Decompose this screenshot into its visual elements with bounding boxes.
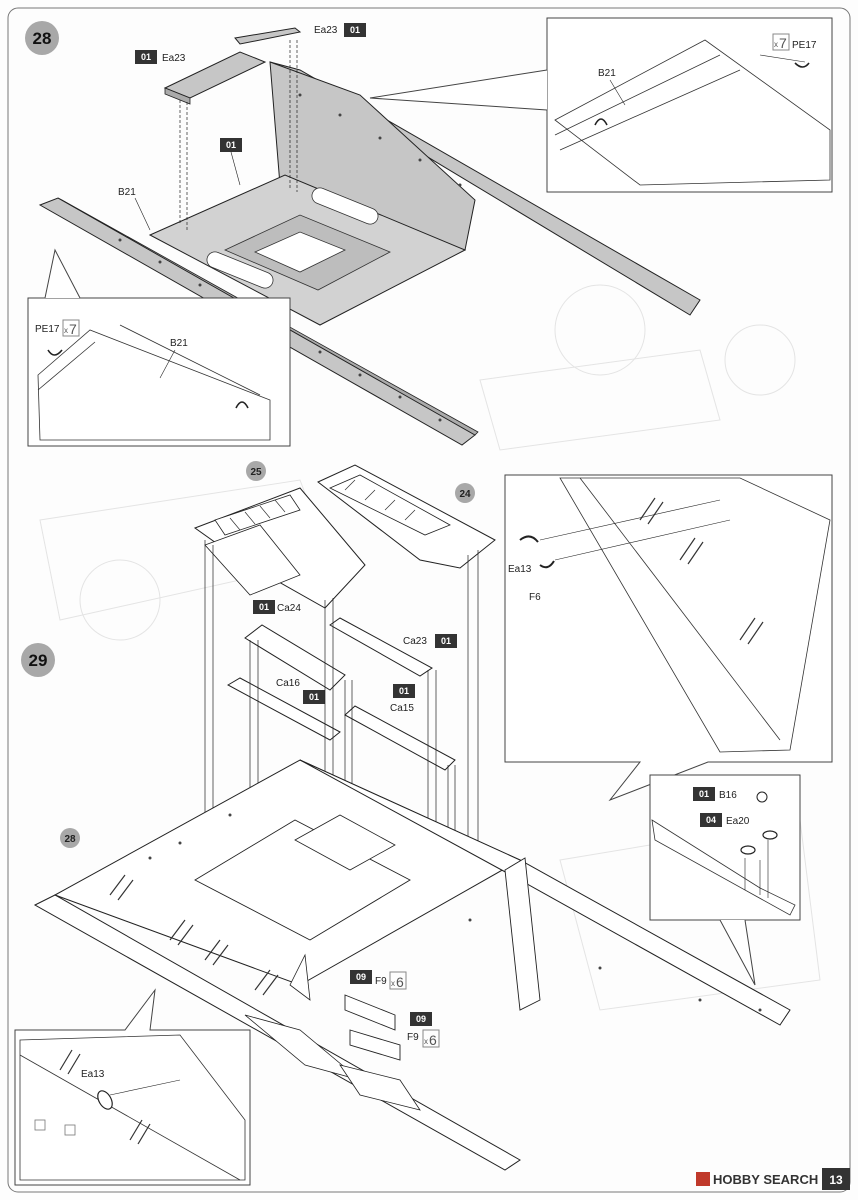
label-ea23-left: 01 Ea23 xyxy=(135,50,186,64)
page-border xyxy=(7,7,851,1193)
label-ca24: 01 Ca24 xyxy=(253,600,301,614)
sloped-side-plate xyxy=(269,61,476,251)
step-28: 28 xyxy=(25,17,833,447)
step-29-detail-bottom-left: Ea13 xyxy=(14,988,251,1186)
svg-text:24: 24 xyxy=(459,489,471,500)
hull-28: 28 xyxy=(33,759,791,1171)
svg-text:Ea23: Ea23 xyxy=(162,53,186,64)
svg-text:Ca15: Ca15 xyxy=(390,703,414,714)
sub-assembly-25: 25 xyxy=(193,461,366,609)
svg-text:7: 7 xyxy=(69,321,77,337)
step-28-detail-left: PE17 x 7 B21 xyxy=(27,248,291,447)
svg-text:Ea23: Ea23 xyxy=(314,25,338,36)
svg-text:7: 7 xyxy=(779,35,787,51)
svg-text:01: 01 xyxy=(399,686,409,696)
svg-text:x: x xyxy=(64,326,68,335)
svg-text:Ca24: Ca24 xyxy=(277,603,301,614)
svg-text:Ea13: Ea13 xyxy=(81,1069,105,1080)
step-29-detail-right: 01 B16 04 Ea20 xyxy=(649,774,801,986)
label-ca23: Ca23 01 xyxy=(403,634,457,648)
svg-text:01: 01 xyxy=(141,52,151,62)
svg-text:Ca16: Ca16 xyxy=(276,678,300,689)
svg-text:B21: B21 xyxy=(170,338,188,349)
label-ea23-right: Ea23 01 xyxy=(314,23,366,37)
svg-text:09: 09 xyxy=(416,1014,426,1024)
svg-text:PE17: PE17 xyxy=(792,40,817,51)
page-number-badge xyxy=(822,1168,850,1190)
label-b21: B21 xyxy=(118,187,136,198)
svg-text:01: 01 xyxy=(259,602,269,612)
page-number: 13 xyxy=(829,1173,843,1187)
svg-text:01: 01 xyxy=(309,692,319,702)
svg-text:6: 6 xyxy=(429,1032,437,1048)
svg-text:B16: B16 xyxy=(719,790,737,801)
step-29-number: 29 xyxy=(29,651,48,670)
step-29-detail-top-right: Ea13 F6 xyxy=(504,474,833,802)
svg-text:F9: F9 xyxy=(407,1032,419,1043)
sub-assembly-24: 24 xyxy=(317,464,496,569)
svg-text:PE17: PE17 xyxy=(35,324,60,335)
part-ca16 xyxy=(226,677,341,741)
svg-text:09: 09 xyxy=(356,972,366,982)
label-ca15: 01 Ca15 xyxy=(390,684,415,714)
svg-text:Ea20: Ea20 xyxy=(726,816,750,827)
svg-text:01: 01 xyxy=(226,140,236,150)
svg-text:25: 25 xyxy=(250,467,262,478)
svg-text:x: x xyxy=(424,1037,428,1046)
svg-text:x: x xyxy=(391,979,395,988)
part-ca24 xyxy=(244,624,346,691)
footer: HOBBY SEARCH 13 xyxy=(696,1168,850,1190)
label-ca16: Ca16 01 xyxy=(276,678,325,704)
watermark-text: HOBBY SEARCH xyxy=(713,1172,818,1187)
svg-text:Ca23: Ca23 xyxy=(403,636,427,647)
step-28-circle xyxy=(25,21,59,55)
part-ca15 xyxy=(344,705,456,771)
svg-text:B21: B21 xyxy=(598,68,616,79)
svg-text:28: 28 xyxy=(64,834,76,845)
step-29: 29 25 24 xyxy=(14,461,833,1186)
svg-text:Ea13: Ea13 xyxy=(508,564,532,575)
svg-text:01: 01 xyxy=(699,789,709,799)
step-28-number: 28 xyxy=(33,29,52,48)
svg-text:01: 01 xyxy=(441,636,451,646)
part-ca23 xyxy=(329,617,433,677)
f9-callout-top: 09 F9 x 6 xyxy=(344,970,407,1031)
svg-text:6: 6 xyxy=(396,974,404,990)
svg-text:04: 04 xyxy=(706,815,716,825)
part-ea23-right xyxy=(234,27,302,45)
step-29-circle xyxy=(21,643,55,677)
f9-callout-bottom: 09 F9 x 6 xyxy=(349,1012,440,1061)
svg-text:x: x xyxy=(774,40,778,49)
step-28-detail-right: x 7 PE17 B21 xyxy=(369,17,833,193)
label-frame-01: 01 xyxy=(220,138,242,186)
svg-text:F9: F9 xyxy=(375,976,387,987)
hobby-search-logo-icon xyxy=(696,1172,710,1186)
svg-text:01: 01 xyxy=(350,25,360,35)
svg-text:F6: F6 xyxy=(529,592,541,603)
